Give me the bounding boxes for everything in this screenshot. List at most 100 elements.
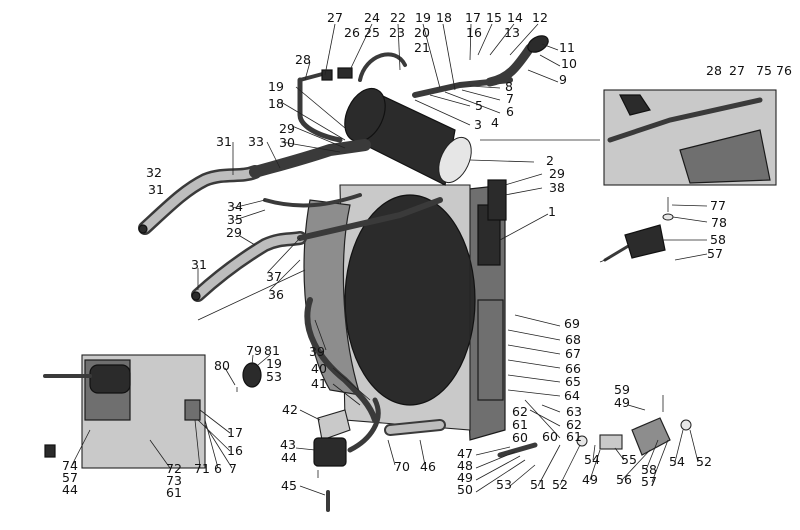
fitting-top-2 [321, 69, 333, 81]
callout-58b: 58 [641, 462, 657, 477]
callout-49c: 49 [614, 395, 630, 410]
callout-57b: 57 [641, 474, 657, 489]
callout-77: 77 [710, 198, 726, 213]
callout-40: 40 [311, 361, 327, 376]
callout-57: 57 [707, 246, 723, 261]
callout-70: 70 [394, 459, 410, 474]
callout-34: 34 [227, 199, 243, 214]
callout-29b: 29 [549, 166, 565, 181]
callout-labels: 27 24 22 19 18 17 15 14 12 26 25 23 20 1… [62, 10, 792, 500]
callout-13: 13 [504, 25, 520, 40]
callout-30: 30 [279, 135, 295, 150]
callout-26: 26 [344, 25, 360, 40]
callout-67: 67 [565, 346, 581, 361]
detail-79-81 [236, 362, 262, 392]
callout-22: 22 [390, 10, 406, 25]
callout-68: 68 [565, 332, 581, 347]
right-bracket [603, 197, 674, 262]
callout-19b: 19 [268, 79, 284, 94]
hose-clamp-1 [138, 224, 148, 234]
inset-panel [679, 129, 771, 184]
bracket-rod [603, 243, 632, 262]
hose-clamp-2 [191, 291, 201, 301]
drain-pipe-lower [347, 397, 381, 453]
callout-18: 18 [436, 10, 452, 25]
callout-48: 48 [457, 458, 473, 473]
callout-51: 51 [530, 477, 546, 492]
lower-left-hose-shade [193, 233, 305, 300]
artwork [43, 35, 777, 512]
bracket-58 [624, 224, 666, 259]
callout-20: 20 [414, 25, 430, 40]
callout-35: 35 [227, 212, 243, 227]
callout-60b: 60 [542, 429, 558, 444]
callout-6b: 6 [214, 461, 222, 476]
callout-73: 73 [166, 473, 182, 488]
callout-54b: 54 [669, 454, 685, 469]
callout-31: 31 [216, 134, 232, 149]
callout-47: 47 [457, 446, 473, 461]
vent-pipe-left [297, 77, 343, 143]
washer-52 [576, 435, 588, 447]
callout-71: 71 [194, 461, 210, 476]
callout-27b: 27 [729, 63, 745, 78]
callout-58: 58 [710, 232, 726, 247]
gasket-42 [317, 409, 351, 441]
upper-left-hose-shade [140, 167, 260, 233]
callout-69: 69 [564, 316, 580, 331]
callout-63: 63 [566, 404, 582, 419]
callout-42: 42 [282, 402, 298, 417]
callout-33: 33 [248, 134, 264, 149]
callout-50: 50 [457, 482, 473, 497]
callout-46: 46 [420, 459, 436, 474]
filler-cap [527, 35, 549, 53]
long-pipe [297, 197, 443, 241]
callout-8: 8 [505, 79, 513, 94]
callout-62: 62 [566, 417, 582, 432]
inset-dark-part [619, 94, 651, 116]
callout-6: 6 [506, 104, 514, 119]
callout-81: 81 [264, 343, 280, 358]
callout-28: 28 [295, 52, 311, 67]
fan-shroud-opening [344, 194, 476, 406]
stud-48 [497, 442, 538, 458]
callout-16b: 16 [227, 443, 243, 458]
callout-15: 15 [486, 10, 502, 25]
callout-57c: 57 [62, 470, 78, 485]
callout-52b: 52 [696, 454, 712, 469]
callout-55: 55 [621, 452, 637, 467]
callout-45: 45 [281, 478, 297, 493]
callout-39: 39 [309, 344, 325, 359]
callout-10: 10 [561, 56, 577, 71]
callout-54: 54 [584, 452, 600, 467]
callout-32: 32 [146, 165, 162, 180]
callout-14: 14 [507, 10, 523, 25]
washer-78 [662, 213, 674, 221]
callout-31b: 31 [148, 182, 164, 197]
callout-56: 56 [616, 472, 632, 487]
callout-65: 65 [565, 374, 581, 389]
expansion-tank [344, 87, 472, 186]
part-79 [242, 362, 262, 388]
callout-41: 41 [311, 376, 327, 391]
callout-12: 12 [532, 10, 548, 25]
callout-37: 37 [266, 269, 282, 284]
callout-17: 17 [465, 10, 481, 25]
callout-75: 75 [756, 63, 772, 78]
callout-49b: 49 [582, 472, 598, 487]
callout-61b: 61 [512, 417, 528, 432]
callout-3: 3 [474, 117, 482, 132]
callout-25: 25 [364, 25, 380, 40]
radiator-top-mount [487, 179, 507, 221]
callout-29: 29 [279, 121, 295, 136]
callout-7: 7 [506, 91, 514, 106]
drain-pipe [304, 297, 378, 423]
inset-bolt [44, 444, 56, 458]
callout-18b: 18 [268, 96, 284, 111]
tank-end-cap [344, 87, 386, 143]
radiator-assembly [303, 179, 507, 441]
callout-36: 36 [268, 287, 284, 302]
callout-79: 79 [246, 343, 262, 358]
hoses-and-pipes [138, 35, 549, 453]
